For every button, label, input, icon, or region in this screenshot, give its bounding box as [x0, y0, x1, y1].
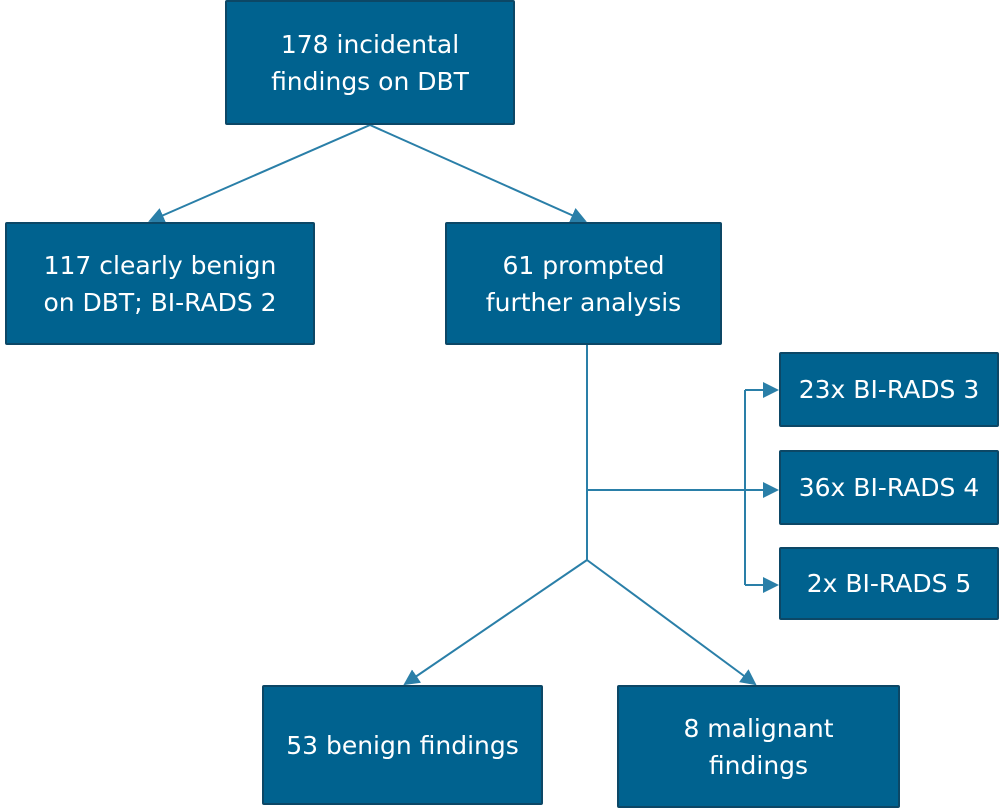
- node-birads-4: 36x BI-RADS 4: [779, 450, 999, 525]
- node-benign: 53 benign findings: [262, 685, 543, 805]
- arrow-to-malignant: [586, 559, 757, 686]
- node-malignant: 8 malignant findings: [617, 685, 900, 808]
- node-birads-5: 2x BI-RADS 5: [779, 547, 999, 620]
- node-benign-dbt: 117 clearly benign on DBT; BI-RADS 2: [5, 222, 315, 345]
- arrow-root-to-further: [369, 124, 587, 223]
- node-further-analysis: 61 prompted further analysis: [445, 222, 722, 345]
- node-birads-3: 23x BI-RADS 3: [779, 352, 999, 427]
- arrow-root-to-benign-dbt: [148, 124, 371, 223]
- arrow-to-benign: [403, 559, 588, 686]
- node-root: 178 incidental findings on DBT: [225, 0, 515, 125]
